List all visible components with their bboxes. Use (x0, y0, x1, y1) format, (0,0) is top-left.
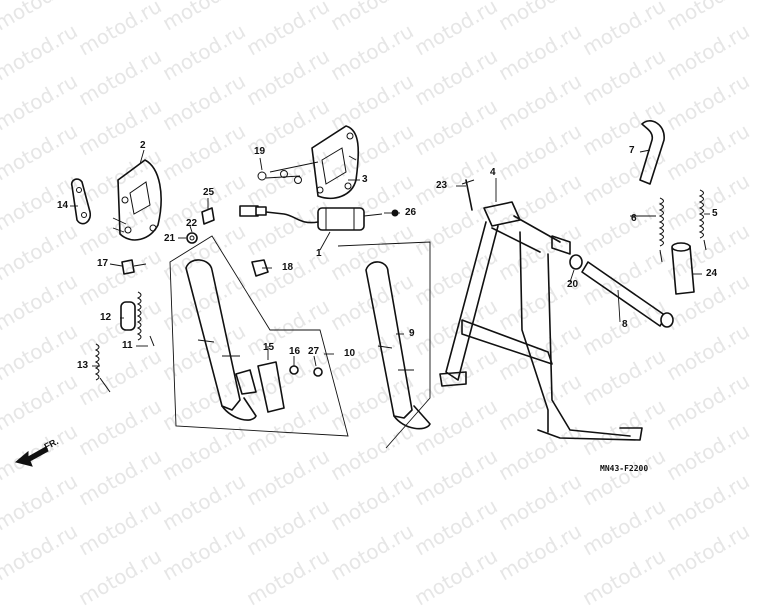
leader-lines (70, 149, 710, 367)
callout-9[interactable]: 9 (409, 328, 415, 339)
callout-11[interactable]: 11 (122, 340, 133, 351)
part-3-bracket-right (257, 125, 360, 200)
part-9-side-stand (337, 241, 431, 449)
fasteners-left (121, 207, 269, 277)
callout-22[interactable]: 22 (186, 218, 198, 229)
callout-10[interactable]: 10 (344, 348, 356, 359)
callout-13[interactable]: 13 (77, 360, 89, 371)
callout-23[interactable]: 23 (436, 180, 448, 191)
callout-16[interactable]: 16 (289, 346, 301, 357)
callout-2[interactable]: 2 (140, 140, 146, 151)
callout-19[interactable]: 19 (254, 146, 266, 157)
part-10-side-stand (169, 235, 349, 437)
part-1-switch (239, 205, 399, 231)
part-2-bracket-left (112, 159, 162, 241)
callout-4[interactable]: 4 (490, 167, 496, 178)
callout-20[interactable]: 20 (567, 279, 579, 290)
callout-8[interactable]: 8 (622, 319, 628, 330)
callout-18[interactable]: 18 (282, 262, 294, 273)
springs-left (94, 291, 155, 393)
callout-12[interactable]: 12 (100, 312, 112, 323)
callout-14[interactable]: 14 (57, 200, 69, 211)
callout-3[interactable]: 3 (362, 174, 368, 185)
part-4-main-stand (439, 201, 643, 441)
callout-27[interactable]: 27 (308, 346, 320, 357)
callout-21[interactable]: 21 (164, 233, 176, 244)
front-direction-arrow-icon (14, 446, 49, 467)
diagram-drawing (14, 120, 710, 467)
callout-5[interactable]: 5 (712, 208, 718, 219)
part-8-shaft (569, 254, 674, 328)
callout-6[interactable]: 6 (631, 213, 637, 224)
callout-17[interactable]: 17 (97, 258, 109, 269)
callout-1[interactable]: 1 (316, 248, 322, 259)
diagram-code: MN43-F2200 (600, 464, 649, 473)
callout-7[interactable]: 7 (629, 145, 635, 156)
callout-25[interactable]: 25 (203, 187, 215, 198)
callout-24[interactable]: 24 (706, 268, 718, 279)
callout-26[interactable]: 26 (405, 207, 417, 218)
parts-right-small (461, 120, 707, 295)
part-14-plate (70, 178, 92, 225)
callout-15[interactable]: 15 (263, 342, 275, 353)
